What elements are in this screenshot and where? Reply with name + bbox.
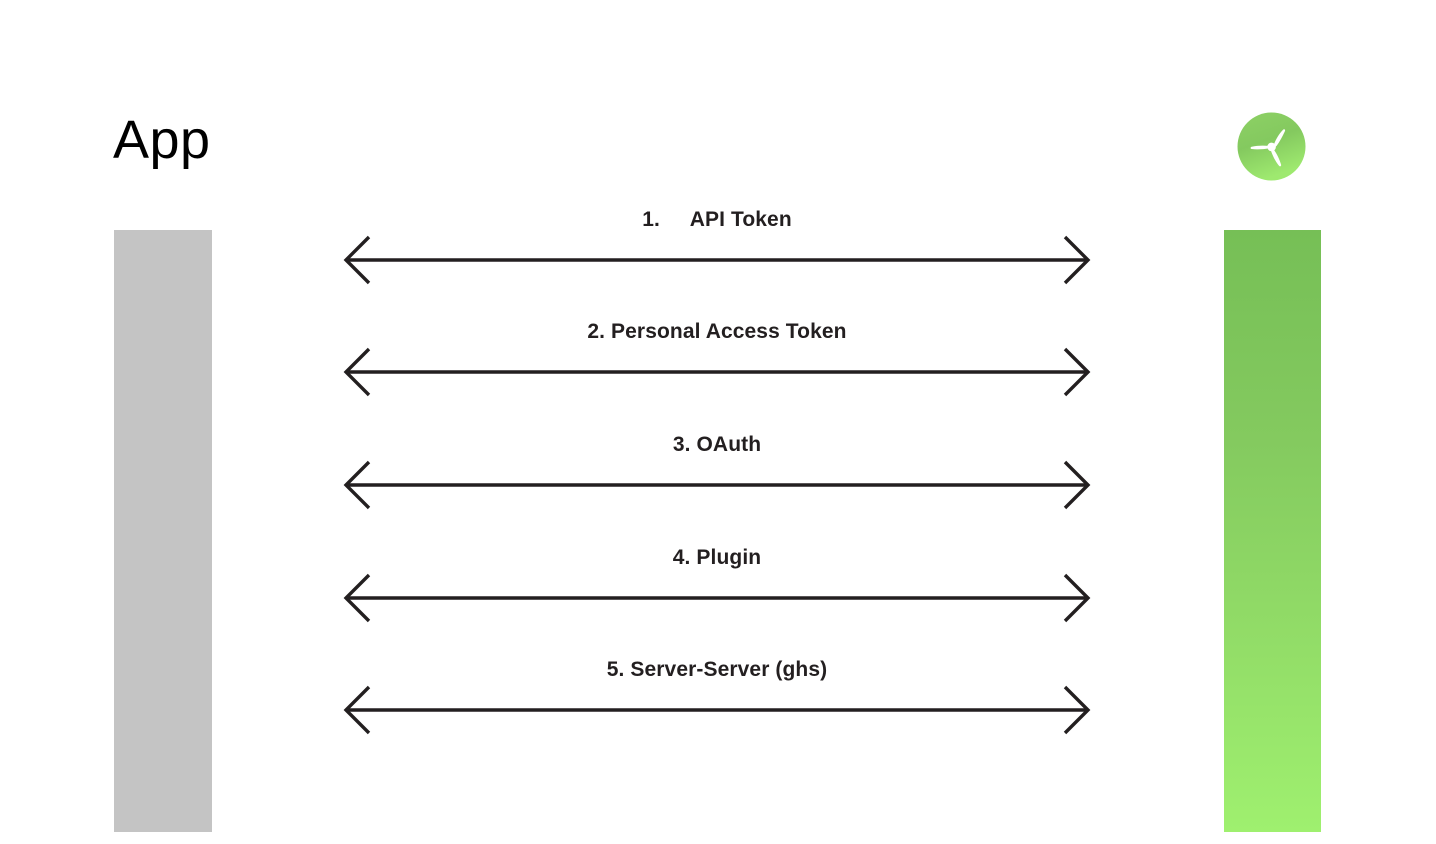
message-row: 4. Plugin — [339, 546, 1095, 626]
message-label: 5. Server-Server (ghs) — [606, 658, 828, 681]
bidirectional-arrow-icon — [339, 459, 1095, 511]
message-label: 3. OAuth — [672, 433, 762, 456]
message-row: 1. API Token — [339, 208, 1095, 288]
circleci-propeller-logo-icon — [1237, 112, 1306, 181]
bidirectional-arrow-icon — [339, 234, 1095, 286]
message-row: 3. OAuth — [339, 433, 1095, 513]
bidirectional-arrow-icon — [339, 572, 1095, 624]
bidirectional-arrow-icon — [339, 346, 1095, 398]
bidirectional-arrow-icon — [339, 684, 1095, 736]
message-label: 1. API Token — [642, 208, 792, 231]
message-label: 2. Personal Access Token — [587, 320, 847, 343]
right-actor-lifeline — [1224, 230, 1321, 832]
message-label: 4. Plugin — [672, 546, 762, 569]
left-actor-lifeline — [114, 230, 212, 832]
message-row: 2. Personal Access Token — [339, 320, 1095, 400]
message-row: 5. Server-Server (ghs) — [339, 658, 1095, 738]
left-actor-title: App — [113, 110, 211, 170]
